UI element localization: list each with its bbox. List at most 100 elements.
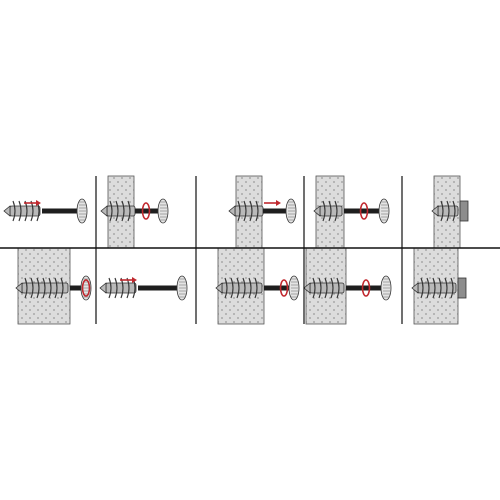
anchor-thread xyxy=(255,200,259,222)
screw-shank xyxy=(135,208,159,214)
anchor-tip xyxy=(15,282,23,294)
anchor-thread xyxy=(237,200,241,222)
anchor-thread xyxy=(440,200,444,222)
anchor-thread xyxy=(438,277,442,299)
anchor-thread xyxy=(242,277,246,299)
drywall-anchor xyxy=(100,200,136,222)
anchor-thread xyxy=(243,200,247,222)
rotation-arrow xyxy=(361,279,371,297)
anchor-thread xyxy=(444,277,448,299)
anchor-thread xyxy=(336,277,340,299)
screw-shank xyxy=(42,208,78,214)
screw-tool xyxy=(135,198,169,224)
anchor-thread xyxy=(334,200,338,222)
anchor-thread xyxy=(18,200,22,222)
anchor-thread xyxy=(254,277,258,299)
anchor-thread xyxy=(115,200,119,222)
anchor-thread xyxy=(322,200,326,222)
step-panel-t3 xyxy=(228,175,297,249)
anchor-tip xyxy=(3,205,11,217)
screw-shank xyxy=(264,285,290,291)
drywall-anchor xyxy=(411,277,457,299)
anchor-thread xyxy=(36,277,40,299)
anchor-thread xyxy=(450,277,454,299)
step-panel-t5 xyxy=(431,175,469,249)
anchor-thread xyxy=(312,277,316,299)
step-panel-t2 xyxy=(100,175,169,249)
screw-tool xyxy=(263,198,297,224)
anchor-thread xyxy=(426,277,430,299)
anchor-body xyxy=(221,282,263,294)
fixture-plate xyxy=(457,277,467,299)
drywall-anchor xyxy=(15,277,69,299)
anchor-thread xyxy=(452,200,456,222)
anchor-thread xyxy=(420,277,424,299)
screw-shank xyxy=(346,285,382,291)
anchor-thread xyxy=(230,277,234,299)
direction-arrow-head xyxy=(132,277,137,283)
anchor-thread xyxy=(12,200,16,222)
step-panel-b5 xyxy=(411,247,467,325)
screw-tool xyxy=(344,198,390,224)
anchor-thread xyxy=(54,277,58,299)
anchor-tip xyxy=(100,205,108,217)
anchor-thread xyxy=(224,277,228,299)
anchor-tip xyxy=(303,282,311,294)
screw-shank xyxy=(344,208,380,214)
drywall-anchor xyxy=(228,200,264,222)
step-panel-b3 xyxy=(215,247,300,325)
rotation-arrow xyxy=(279,279,289,297)
rotation-arrow xyxy=(81,279,91,297)
anchor-thread xyxy=(24,277,28,299)
anchor-thread xyxy=(432,277,436,299)
anchor-thread xyxy=(60,277,64,299)
anchor-thread xyxy=(121,200,125,222)
drywall-anchor xyxy=(431,200,459,222)
drywall-anchor xyxy=(303,277,345,299)
drywall-anchor xyxy=(313,200,343,222)
step-panel-t4 xyxy=(313,175,390,249)
drywall-anchor xyxy=(215,277,263,299)
anchor-body xyxy=(417,282,457,294)
anchor-thread xyxy=(249,200,253,222)
screw-shank xyxy=(263,208,287,214)
screw-tool xyxy=(264,275,300,301)
anchor-thread xyxy=(42,277,46,299)
anchor-tip xyxy=(411,282,419,294)
anchor-thread xyxy=(127,200,131,222)
anchor-thread xyxy=(324,277,328,299)
anchor-tip xyxy=(99,282,107,294)
drywall-anchor xyxy=(3,200,41,222)
direction-arrow-head xyxy=(276,200,281,206)
drywall-anchor xyxy=(99,277,137,299)
anchor-thread xyxy=(108,277,112,299)
anchor-thread xyxy=(48,277,52,299)
direction-arrow-head xyxy=(36,200,41,206)
rotation-arrow xyxy=(141,202,151,220)
step-panel-b2 xyxy=(99,275,188,301)
rotation-arrow xyxy=(359,202,369,220)
anchor-thread xyxy=(330,277,334,299)
screw-tool xyxy=(70,275,92,301)
screw-tool xyxy=(42,198,88,224)
anchor-thread xyxy=(318,277,322,299)
anchor-thread xyxy=(328,200,332,222)
anchor-tip xyxy=(313,205,321,217)
anchor-thread xyxy=(236,277,240,299)
screw-shank xyxy=(138,285,178,291)
step-panel-b4 xyxy=(303,247,392,325)
step-panel-b1 xyxy=(15,247,92,325)
anchor-thread xyxy=(446,200,450,222)
step-panel-t1 xyxy=(3,198,88,224)
anchor-tip xyxy=(431,205,439,217)
anchor-thread xyxy=(114,277,118,299)
anchor-thread xyxy=(109,200,113,222)
screw-shank xyxy=(70,285,82,291)
screw-tool xyxy=(346,275,392,301)
anchor-tip xyxy=(228,205,236,217)
anchor-tip xyxy=(215,282,223,294)
grid-lines xyxy=(0,176,500,324)
anchor-thread xyxy=(30,277,34,299)
anchor-thread xyxy=(248,277,252,299)
